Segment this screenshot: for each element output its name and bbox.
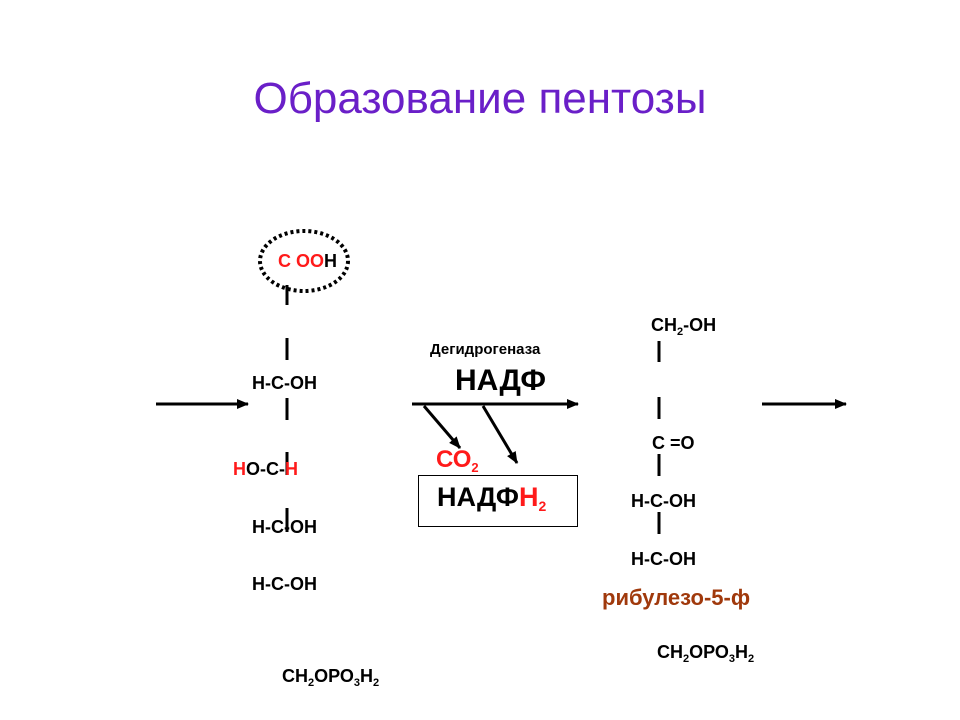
substrate-c2: Н-С-ОН xyxy=(252,373,317,393)
substrate-c6-phosphate: СН2ОРО3Н2 xyxy=(282,666,380,689)
product-c4: Н-С-ОН xyxy=(631,549,696,569)
enzyme-label: Дегидрогеназа xyxy=(430,341,541,358)
product-c2: С =О xyxy=(652,433,695,453)
substrate-c5: Н-С-ОН xyxy=(252,574,317,594)
nadph-box xyxy=(418,475,578,527)
carboxyl-carbon: С xyxy=(278,251,296,271)
product-c5-phosphate: СН2ОРО3Н2 xyxy=(657,642,755,665)
cofactor-label: НАДФ xyxy=(455,364,547,397)
substrate-carboxyl: С ООН xyxy=(278,250,337,272)
c3-left-hydrogen: Н xyxy=(233,459,246,479)
carboxyl-hydrogen: Н xyxy=(324,251,338,271)
co2-label: СО2 xyxy=(436,446,479,475)
product-c1: СН2-ОН xyxy=(651,315,717,338)
product-c3: Н-С-ОН xyxy=(631,491,696,511)
c3-right-hydrogen: Н xyxy=(285,459,298,479)
co2-release-arrow xyxy=(422,405,462,449)
carboxyl-oxygens: ОО xyxy=(296,251,325,271)
c3-middle: О-С- xyxy=(246,459,285,479)
substrate-c4: Н-С-ОН xyxy=(252,517,317,537)
nadph-label: НАДФН2 xyxy=(437,482,547,514)
cooh-highlight-circle xyxy=(258,229,350,293)
substrate-c3: НО-С-Н xyxy=(233,458,298,480)
nadph-arrow xyxy=(481,405,519,464)
page-title: Образование пентозы xyxy=(253,74,707,123)
product-name: рибулезо-5-ф xyxy=(602,585,751,610)
